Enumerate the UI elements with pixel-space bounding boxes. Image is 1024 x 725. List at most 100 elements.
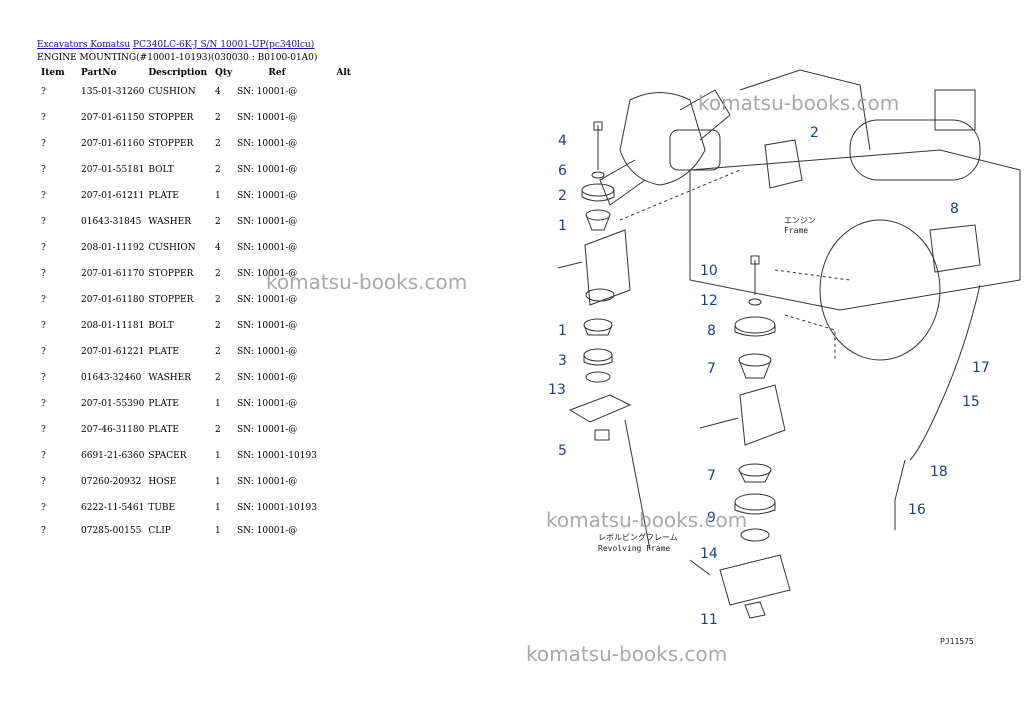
row-description: CLIP	[148, 526, 171, 536]
row-item: ?	[41, 191, 46, 201]
frame-label-jp: レボルビングフレーム	[598, 532, 678, 542]
drawing-number: PJ11575	[940, 637, 974, 646]
row-partno: 207-01-61180	[81, 295, 145, 305]
row-qty: 1	[215, 477, 221, 487]
row-item: ?	[41, 165, 46, 175]
row-ref: SN: 10001-10193	[237, 451, 317, 461]
row-item: ?	[41, 139, 46, 149]
callout-10: 10	[700, 263, 718, 279]
row-ref: SN: 10001-@	[237, 269, 298, 279]
engine-label-jp: エンジン	[784, 216, 816, 225]
row-item: ?	[41, 477, 46, 487]
callout-3: 3	[558, 353, 567, 369]
callout-7: 7	[707, 361, 716, 377]
row-description: PLATE	[148, 191, 179, 201]
row-alt	[319, 313, 353, 339]
row-alt	[319, 79, 353, 105]
row-ref: SN: 10001-@	[237, 113, 298, 123]
callout-7b: 7	[707, 468, 716, 484]
row-item: ?	[41, 269, 46, 279]
row-alt	[319, 183, 353, 209]
row-qty: 4	[215, 87, 221, 97]
row-description: BOLT	[148, 321, 174, 331]
exploded-parts-diagram: 4 6 2 1 1 3 13 5 2 8 10 12 8 7 7 9 14 11…	[548, 69, 1021, 646]
row-description: SPACER	[148, 451, 187, 461]
row-ref: SN: 10001-@	[237, 477, 298, 487]
callout-18: 18	[930, 464, 948, 480]
callout-17: 17	[972, 360, 990, 376]
row-qty: 2	[215, 347, 221, 357]
row-ref: SN: 10001-@	[237, 425, 298, 435]
frame-label-en: Revolving Frame	[598, 544, 670, 553]
row-alt	[319, 417, 353, 443]
row-description: STOPPER	[148, 295, 194, 305]
row-ref: SN: 10001-@	[237, 243, 298, 253]
row-description: PLATE	[148, 399, 179, 409]
engine-label-en: Frame	[784, 226, 808, 235]
muffler	[849, 119, 981, 181]
row-ref: SN: 10001-@	[237, 165, 298, 175]
row-item: ?	[41, 399, 46, 409]
row-ref: SN: 10001-@	[237, 295, 298, 305]
callout-16: 16	[908, 502, 926, 518]
breadcrumb-link-model[interactable]: PC340LC-6K-J S/N 10001-UP(pc340lcu)	[133, 40, 315, 50]
header-partno: PartNo	[81, 67, 117, 78]
row-description: PLATE	[148, 425, 179, 435]
row-description: HOSE	[148, 477, 177, 487]
row-ref: SN: 10001-@	[237, 191, 298, 201]
row-alt	[319, 339, 353, 365]
row-qty: 1	[215, 191, 221, 201]
row-qty: 2	[215, 425, 221, 435]
left-base-plate	[568, 394, 632, 423]
tube-line	[909, 284, 981, 461]
fan-shape	[619, 92, 706, 186]
row-item: ?	[41, 425, 46, 435]
row-item: ?	[41, 526, 46, 536]
row-description: PLATE	[148, 347, 179, 357]
row-item: ?	[41, 113, 46, 123]
callout-12: 12	[700, 293, 718, 309]
row-partno: 207-01-61221	[81, 347, 145, 357]
row-partno: 208-01-11181	[81, 321, 145, 331]
header-ref: Ref	[268, 67, 286, 78]
row-description: CUSHION	[148, 87, 196, 97]
breadcrumb-link-manufacturer[interactable]: Excavators Komatsu	[37, 40, 131, 50]
row-qty: 2	[215, 217, 221, 227]
callout-6: 6	[558, 163, 567, 179]
row-alt	[319, 521, 353, 541]
callout-9: 9	[707, 510, 716, 526]
row-partno: 207-01-61211	[81, 191, 145, 201]
row-partno: 207-01-61150	[81, 113, 145, 123]
row-item: ?	[41, 347, 46, 357]
row-qty: 2	[215, 295, 221, 305]
watermark-middle: komatsu-books.com	[266, 270, 468, 294]
header-alt: Alt	[336, 67, 351, 78]
row-alt	[319, 131, 353, 157]
row-alt	[319, 105, 353, 131]
row-qty: 2	[215, 139, 221, 149]
row-ref: SN: 10001-@	[237, 526, 298, 536]
revolving-frame-part	[719, 554, 791, 606]
row-alt	[319, 235, 353, 261]
row-qty: 2	[215, 269, 221, 279]
row-item: ?	[41, 243, 46, 253]
row-partno: 135-01-31260	[81, 87, 145, 97]
row-item: ?	[41, 503, 46, 513]
header-description: Description	[148, 67, 207, 78]
header-qty: Qty	[215, 67, 233, 78]
row-alt	[319, 391, 353, 417]
row-alt	[319, 157, 353, 183]
callout-1b: 1	[558, 323, 567, 339]
row-description: CUSHION	[148, 243, 196, 253]
